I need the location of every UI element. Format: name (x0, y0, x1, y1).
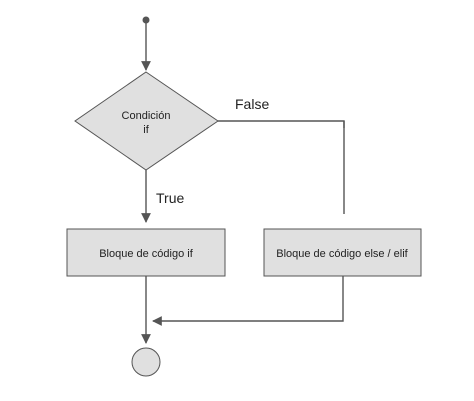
if-block (66, 228, 226, 277)
connector-else-to-merge (152, 276, 344, 326)
true-label: True (156, 190, 184, 206)
if-block-label: Bloque de código if (99, 248, 194, 260)
decision-label-line2: if (143, 124, 149, 136)
end-circle (131, 347, 161, 377)
false-label: False (235, 96, 269, 112)
start-dot (142, 16, 150, 24)
decision-label-line1: Condición (122, 110, 171, 122)
else-block-label: Bloque de código else / elif (276, 248, 408, 260)
connector-false-branch (218, 120, 345, 214)
